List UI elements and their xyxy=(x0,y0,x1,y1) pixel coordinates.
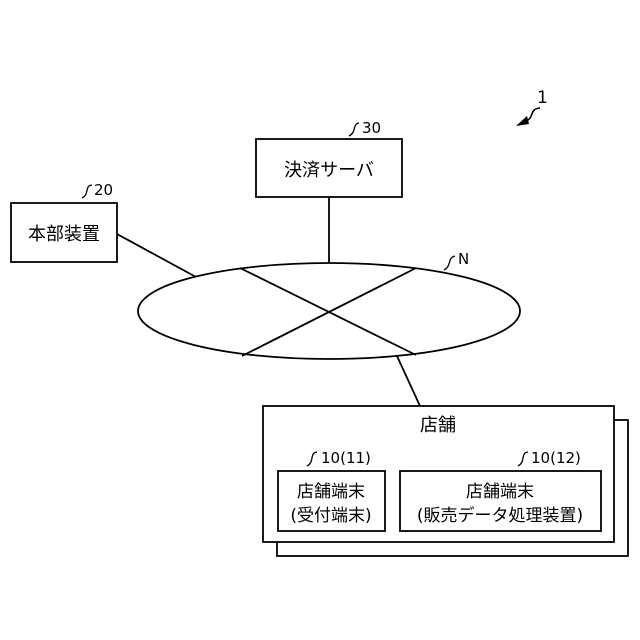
network-ref-leader xyxy=(444,256,455,270)
terminal-reception-label-line1: 店舗端末 xyxy=(297,482,365,502)
system-ref-arrowhead xyxy=(516,116,529,126)
headquarters-label: 本部装置 xyxy=(28,224,100,245)
payment-server-label: 決済サーバ xyxy=(284,160,374,181)
link-headquarters-network xyxy=(117,234,196,277)
headquarters-ref-label: 20 xyxy=(94,181,113,199)
terminal-pos-ref-label: 10(12) xyxy=(531,449,581,467)
terminal-pos-label-line1: 店舗端末 xyxy=(466,482,534,502)
headquarters-ref-leader xyxy=(82,185,92,198)
payment-server-ref-leader xyxy=(349,123,359,136)
link-network-store xyxy=(397,356,420,406)
terminal-reception-ref-label: 10(11) xyxy=(321,449,371,467)
network-ref-label: N xyxy=(458,250,469,268)
store-label: 店舗 xyxy=(420,415,456,436)
terminal-reception-label-line2: (受付端末) xyxy=(290,506,371,526)
terminal-pos-label-line2: (販売データ処理装置) xyxy=(417,505,583,526)
payment-server-ref-label: 30 xyxy=(362,119,381,137)
system-ref-label: 1 xyxy=(537,88,548,108)
